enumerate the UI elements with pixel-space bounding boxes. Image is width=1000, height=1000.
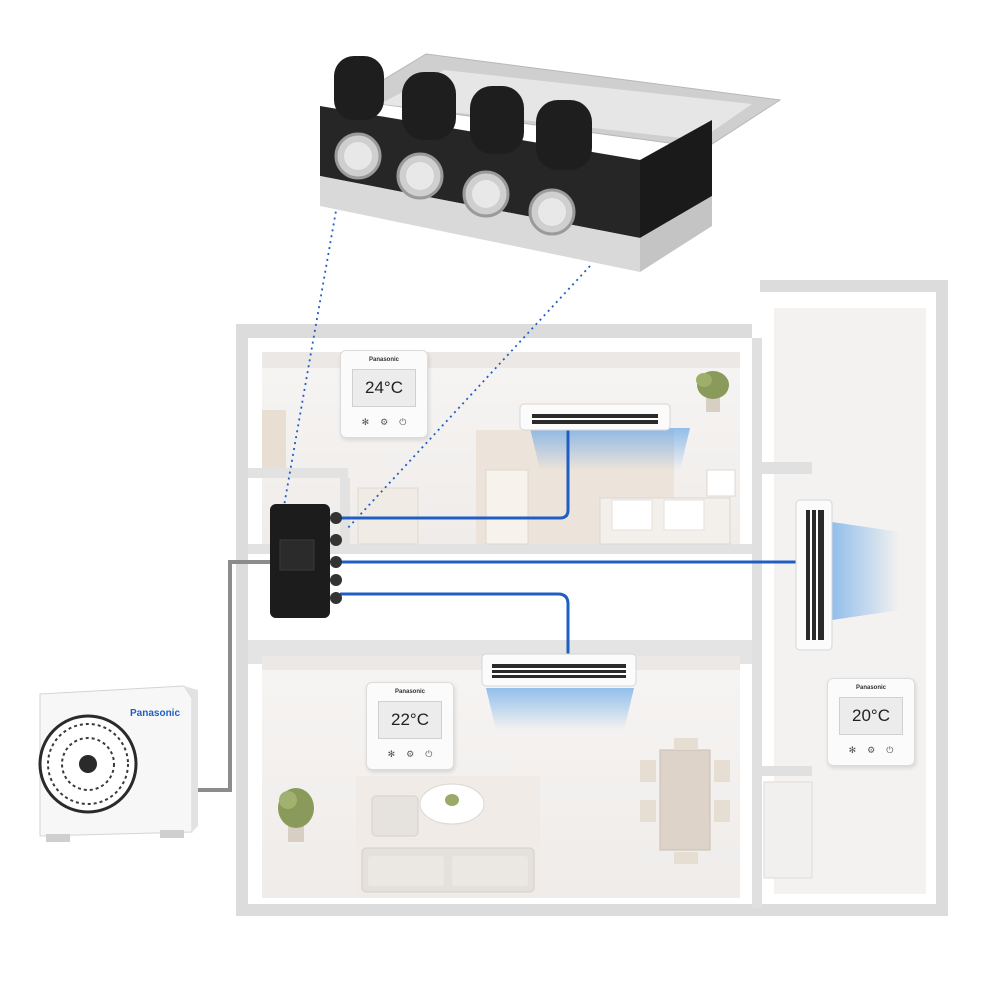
fan-icon[interactable]: ✻ — [848, 746, 857, 756]
refrigerant-pipe — [186, 560, 272, 792]
thermostat-temperature: 24°C — [352, 369, 416, 407]
gear-icon[interactable]: ⚙ — [867, 746, 876, 756]
bedroom-thermostat[interactable]: Panasonic 24°C ✻ ⚙ ⏻ — [340, 350, 428, 438]
thermostat-temperature: 20°C — [839, 697, 903, 735]
air-flow — [486, 428, 900, 730]
thermostat-brand: Panasonic — [394, 689, 425, 695]
distribution-box — [270, 504, 342, 618]
ducted-unit — [320, 53, 782, 272]
power-icon[interactable]: ⏻ — [399, 418, 407, 428]
living-room-indoor-unit — [481, 653, 637, 687]
right-room-thermostat[interactable]: Panasonic 20°C ✻ ⚙ ⏻ — [827, 678, 915, 766]
power-icon[interactable]: ⏻ — [425, 750, 433, 760]
thermostat-brand: Panasonic — [368, 357, 399, 363]
outdoor-unit-brand: Panasonic — [130, 708, 181, 719]
thermostat-brand: Panasonic — [855, 685, 886, 691]
thermostat-temperature: 22°C — [378, 701, 442, 739]
right-room-indoor-unit — [795, 499, 833, 651]
fan-icon[interactable]: ✻ — [361, 418, 370, 428]
outdoor-unit — [38, 685, 198, 842]
bedroom-indoor-unit — [519, 403, 671, 431]
duct-lines — [340, 428, 800, 656]
living-room-thermostat[interactable]: Panasonic 22°C ✻ ⚙ ⏻ — [366, 682, 454, 770]
power-icon[interactable]: ⏻ — [886, 746, 894, 756]
living-room-furniture — [278, 738, 813, 898]
fan-icon[interactable]: ✻ — [387, 750, 396, 760]
gear-icon[interactable]: ⚙ — [406, 750, 415, 760]
gear-icon[interactable]: ⚙ — [380, 418, 389, 428]
